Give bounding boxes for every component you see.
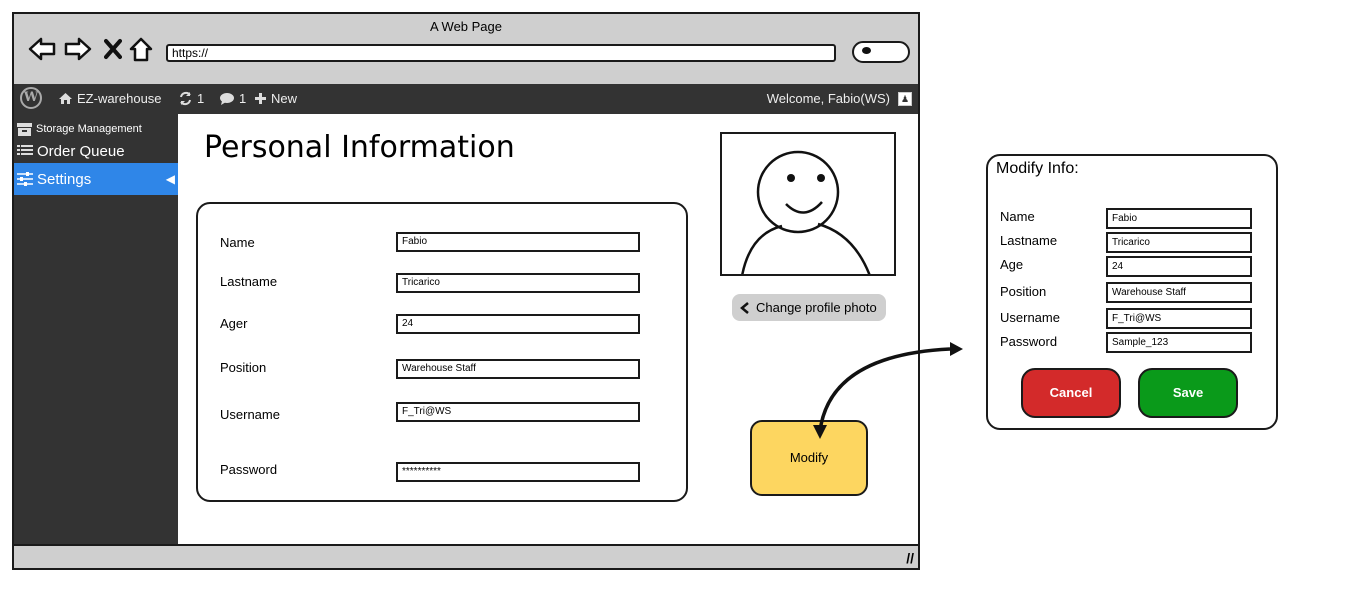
dialog-lastname-label: Lastname [1000, 233, 1058, 248]
resize-grip-icon[interactable]: // [906, 550, 914, 566]
modify-button[interactable]: Modify [750, 420, 868, 496]
search-icon [862, 47, 871, 54]
username-label: Username [220, 407, 280, 422]
forward-arrow-icon[interactable] [64, 36, 92, 68]
url-input[interactable]: https:// [166, 44, 836, 62]
dialog-password-label: Password [1000, 334, 1058, 349]
cancel-button[interactable]: Cancel [1021, 368, 1121, 418]
lastname-field[interactable]: Tricarico [396, 273, 640, 293]
sidebar-item-settings[interactable]: Settings ◀ [14, 163, 181, 195]
dialog-name-field[interactable]: Fabio [1106, 208, 1252, 229]
main-content: Personal Information Name Fabio Lastname… [178, 114, 918, 544]
sidebar: Storage Management Order Queue Settings … [14, 114, 181, 544]
sliders-icon [17, 172, 33, 186]
sidebar-item-label: Settings [37, 170, 92, 188]
comments-count: 1 [239, 91, 247, 106]
name-field[interactable]: Fabio [396, 232, 640, 252]
position-field[interactable]: Warehouse Staff [396, 359, 640, 379]
personal-info-form: Name Fabio Lastname Tricarico Ager 24 Po… [196, 202, 688, 502]
dialog-position-label: Position [1000, 284, 1047, 299]
user-avatar-icon [741, 150, 871, 274]
search-button[interactable] [852, 41, 910, 63]
home-icon [59, 93, 72, 104]
site-link[interactable]: EZ-warehouse [58, 91, 162, 106]
age-label: Ager [220, 316, 248, 331]
username-field[interactable]: F_Tri@WS [396, 402, 640, 422]
list-icon [17, 145, 33, 155]
dialog-age-label: Age [1000, 257, 1024, 272]
close-icon[interactable] [104, 36, 122, 68]
welcome-text: Welcome, Fabio(WS) [766, 91, 890, 106]
refresh-icon [180, 91, 191, 106]
user-icon: ♟ [898, 91, 912, 106]
back-arrow-icon[interactable] [28, 36, 56, 68]
archive-icon [17, 122, 32, 136]
window-title: A Web Page [429, 19, 503, 34]
site-name: EZ-warehouse [77, 91, 162, 106]
sidebar-item-order-queue[interactable]: Order Queue [14, 140, 181, 162]
caret-left-icon: ◀ [165, 172, 175, 186]
user-menu[interactable]: Welcome, Fabio(WS) ♟ [767, 91, 912, 106]
new-label: New [271, 91, 298, 106]
chevron-left-icon [740, 301, 749, 314]
admin-bar: W EZ-warehouse 1 1 New Welcome, Fabio(WS… [14, 84, 918, 114]
password-field[interactable]: ********** [396, 462, 640, 482]
updates-count: 1 [197, 91, 205, 106]
dialog-title: Modify Info: [996, 160, 1079, 177]
dialog-username-field[interactable]: F_Tri@WS [1106, 308, 1252, 329]
dialog-name-label: Name [1000, 209, 1035, 224]
password-label: Password [220, 462, 278, 477]
sidebar-item-label: Order Queue [37, 142, 125, 160]
sidebar-item-storage-management[interactable]: Storage Management [14, 120, 181, 138]
comments-link[interactable]: 1 [219, 91, 246, 106]
status-bar: // [14, 544, 918, 568]
age-field[interactable]: 24 [396, 314, 640, 334]
dialog-age-field[interactable]: 24 [1106, 256, 1252, 277]
connector-arrow [813, 342, 963, 439]
lastname-label: Lastname [220, 274, 278, 289]
browser-window: A Web Page https:// W EZ-warehouse 1 1 N… [12, 12, 920, 570]
save-button[interactable]: Save [1138, 368, 1238, 418]
home-icon[interactable] [128, 36, 154, 68]
change-photo-label: Change profile photo [756, 300, 877, 315]
modify-info-dialog: Modify Info: Name Fabio Lastname Tricari… [986, 154, 1278, 430]
dialog-password-field[interactable]: Sample_123 [1106, 332, 1252, 353]
updates-link[interactable]: 1 [178, 91, 204, 106]
dialog-lastname-field[interactable]: Tricarico [1106, 232, 1252, 253]
new-link[interactable]: New [254, 91, 297, 106]
sidebar-item-label: Storage Management [36, 123, 142, 135]
dialog-position-field[interactable]: Warehouse Staff [1106, 282, 1252, 303]
change-photo-button[interactable]: Change profile photo [732, 294, 886, 321]
plus-icon [255, 93, 266, 104]
position-label: Position [220, 360, 267, 375]
wordpress-logo-icon[interactable]: W [20, 87, 42, 109]
profile-photo [720, 132, 896, 276]
page-title: Personal Information [204, 130, 515, 165]
dialog-username-label: Username [1000, 310, 1060, 325]
name-label: Name [220, 235, 255, 250]
comment-icon [220, 92, 234, 105]
